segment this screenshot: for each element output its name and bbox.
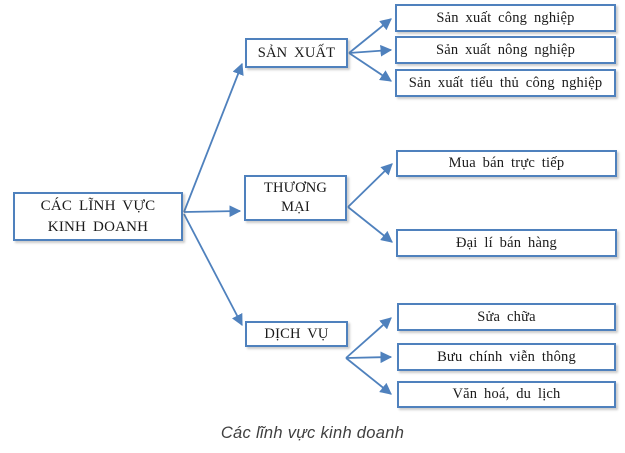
node-branch-san-xuat: SẢN XUẤT xyxy=(245,38,348,68)
connector-root-thuongmai xyxy=(183,205,242,218)
connector-root-sanxuat xyxy=(183,62,244,213)
connector-dichvu-leaf3 xyxy=(345,357,392,395)
connector-thuongmai-leaf2 xyxy=(347,206,393,243)
node-leaf-dai-li-ban-hang: Đại lí bán hàng xyxy=(396,229,617,257)
node-leaf-san-xuat-cong-nghiep: Sản xuất công nghiệp xyxy=(395,4,616,32)
node-leaf-label: Sản xuất công nghiệp xyxy=(436,9,575,26)
node-branch-label: THƯƠNG MẠI xyxy=(263,180,328,215)
node-leaf-label: Đại lí bán hàng xyxy=(456,234,557,251)
connector-dichvu-leaf2 xyxy=(345,351,393,364)
node-leaf-buu-chinh-vien-thong: Bưu chính viễn thông xyxy=(397,343,616,371)
connector-root-dichvu xyxy=(183,213,243,327)
node-leaf-label: Văn hoá, du lịch xyxy=(452,386,561,402)
connector-sanxuat-leaf2 xyxy=(348,44,393,57)
node-leaf-label: Sửa chữa xyxy=(477,308,536,325)
node-leaf-mua-ban-truc-tiep: Mua bán trực tiếp xyxy=(396,150,617,177)
node-branch-thuong-mai: THƯƠNG MẠI xyxy=(244,175,347,221)
diagram-caption: Các lĩnh vực kinh doanh xyxy=(220,424,405,442)
connector-sanxuat-leaf3 xyxy=(348,52,392,82)
node-branch-dich-vu: DỊCH VỤ xyxy=(245,321,348,347)
node-leaf-label: Sản xuất tiểu thủ công nghiệp xyxy=(408,74,603,91)
node-leaf-label: Mua bán trực tiếp xyxy=(448,155,565,171)
node-root-label: CÁC LĨNH VỰC KINH DOANH xyxy=(40,197,156,235)
connector-dichvu-leaf1 xyxy=(345,317,392,359)
node-leaf-san-xuat-nong-nghiep: Sản xuất nông nghiệp xyxy=(395,36,616,64)
node-branch-label: SẢN XUẤT xyxy=(257,44,336,61)
node-root: CÁC LĨNH VỰC KINH DOANH xyxy=(13,192,183,241)
node-leaf-san-xuat-tieu-thu-cong-nghiep: Sản xuất tiểu thủ công nghiệp xyxy=(395,69,616,97)
node-leaf-label: Sản xuất nông nghiệp xyxy=(435,41,576,58)
node-branch-label: DỊCH VỤ xyxy=(264,325,329,342)
node-leaf-label: Bưu chính viễn thông xyxy=(437,348,576,365)
connector-sanxuat-leaf1 xyxy=(348,18,392,54)
connector-thuongmai-leaf1 xyxy=(347,163,393,208)
node-leaf-van-hoa-du-lich: Văn hoá, du lịch xyxy=(397,381,616,408)
node-leaf-sua-chua: Sửa chữa xyxy=(397,303,616,331)
